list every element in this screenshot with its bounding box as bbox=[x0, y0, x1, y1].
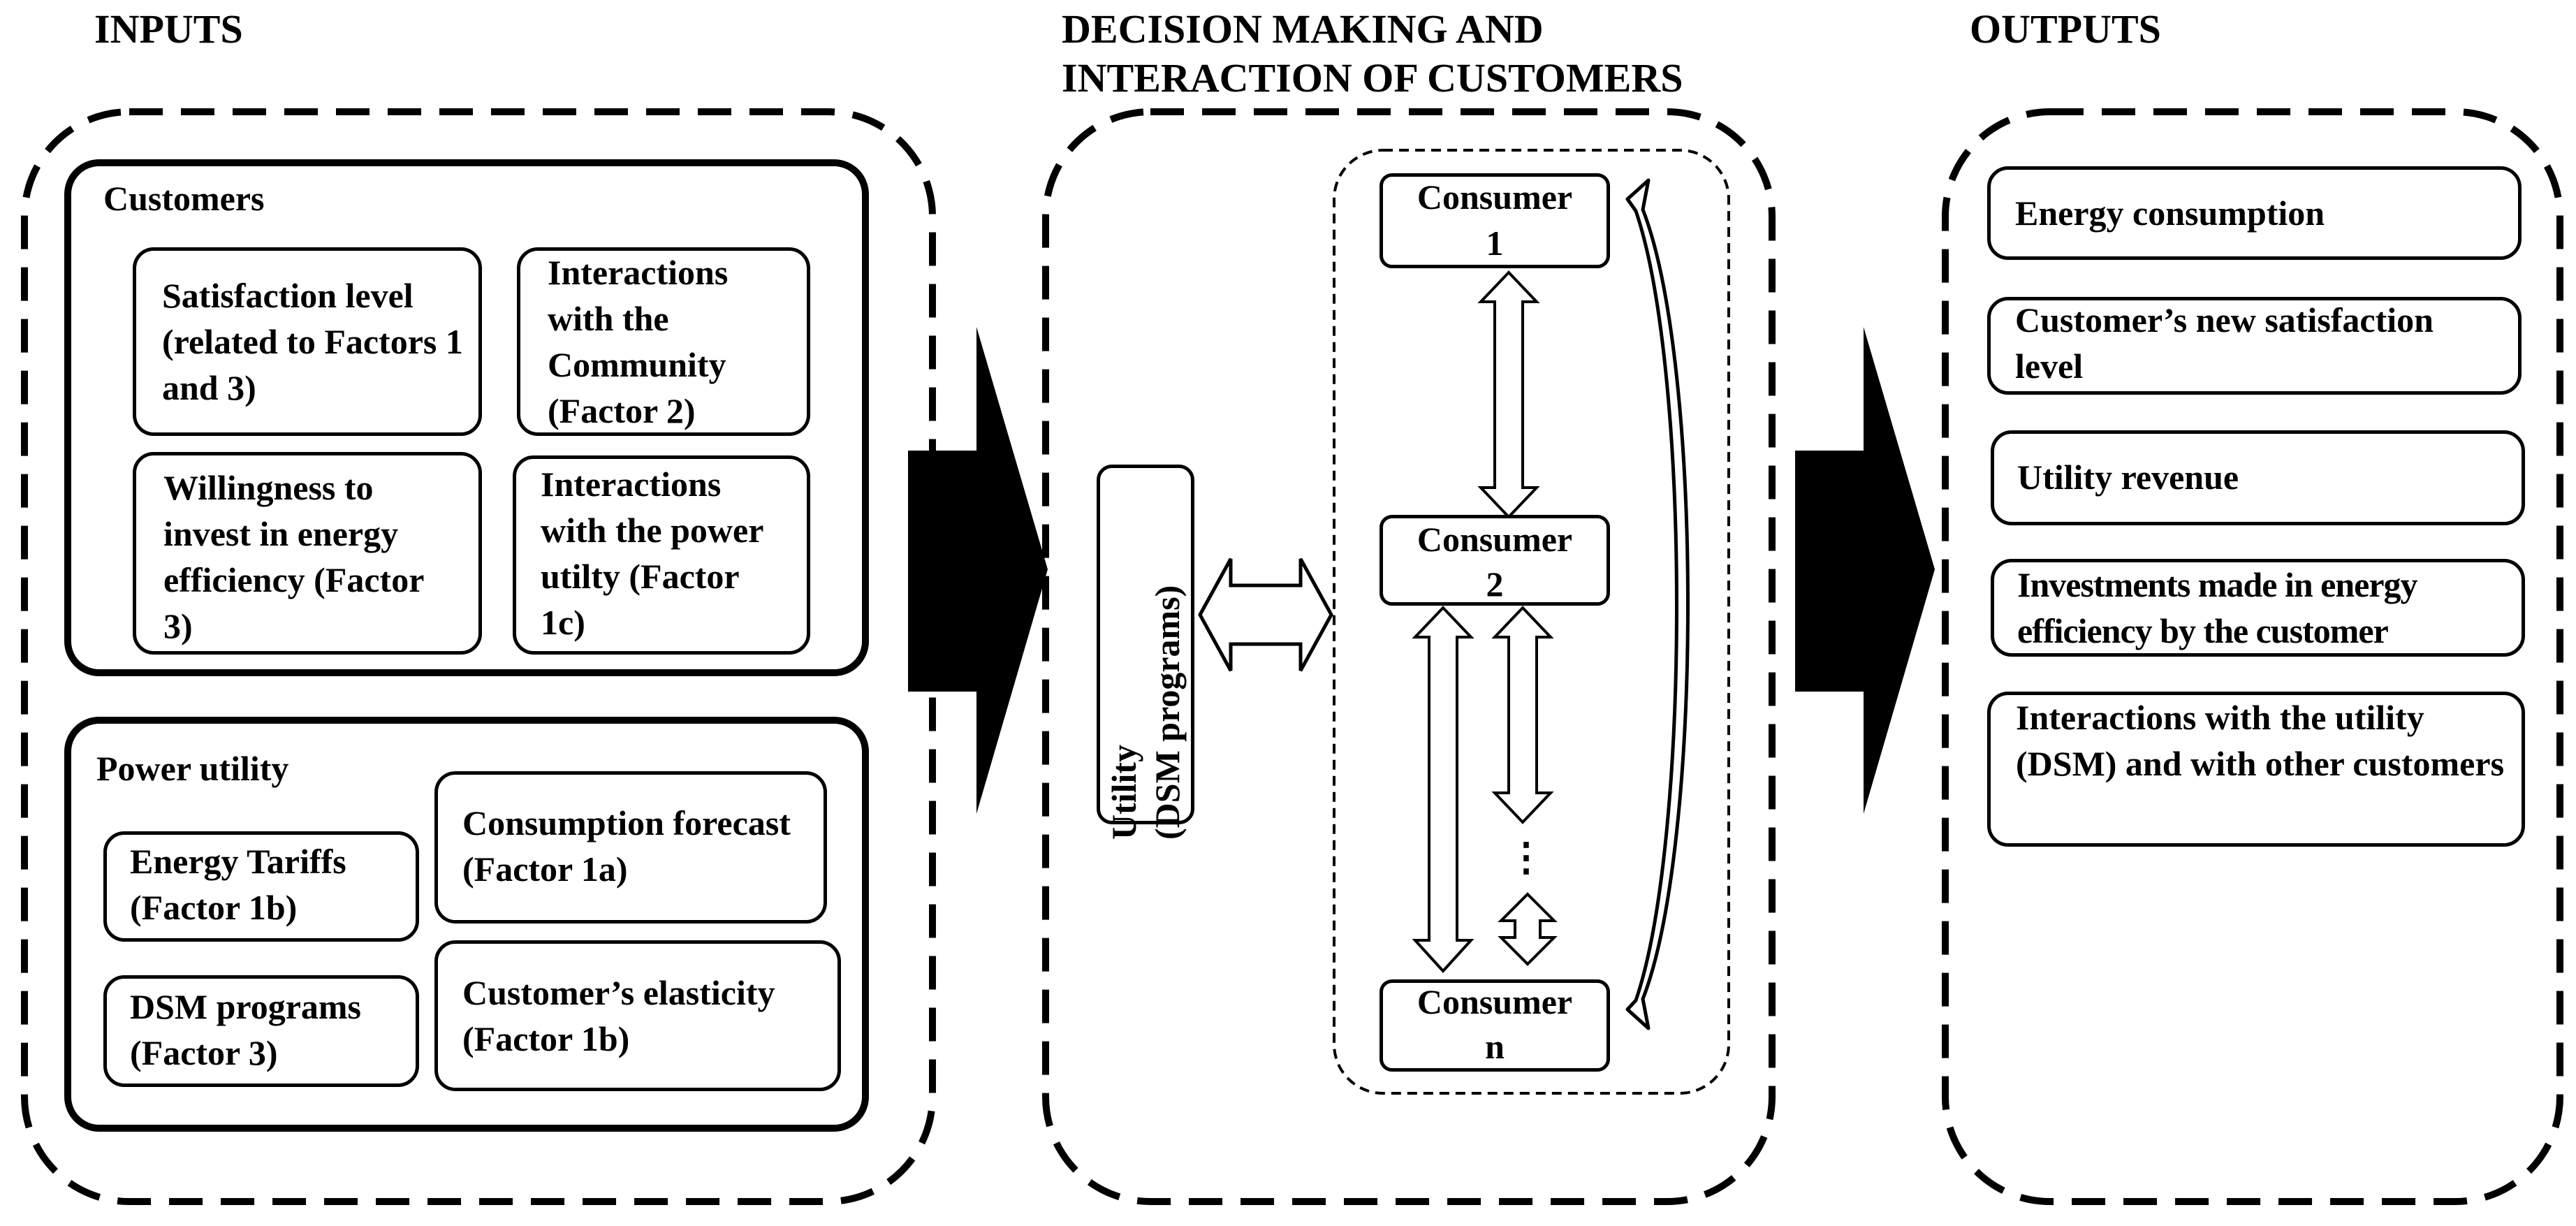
customer-elasticity-text: Customer’s elasticity (Factor 1b) bbox=[462, 973, 775, 1058]
consumer-1-box bbox=[1380, 173, 1610, 268]
satisfaction-level-box bbox=[133, 247, 482, 436]
community-interactions-text: Interactions with the Community (Factor … bbox=[548, 253, 729, 430]
consumer-n-index: n bbox=[1485, 1027, 1505, 1066]
output-interactions-text: Interactions with the utility (DSM) and … bbox=[2016, 698, 2505, 783]
output-interactions-box bbox=[1987, 692, 2525, 847]
output-energy-consumption-text: Energy consumption bbox=[2015, 194, 2325, 233]
consumer-n-box bbox=[1380, 979, 1610, 1072]
power-utility-title: Power utility bbox=[96, 749, 289, 788]
consumer2-consumern-double-arrow bbox=[1412, 606, 1474, 973]
output-energy-consumption-box bbox=[1987, 166, 2522, 260]
decision-header-line2: INTERACTION OF CUSTOMERS bbox=[1062, 55, 1683, 101]
decision-header-line1: DECISION MAKING AND bbox=[1062, 6, 1544, 52]
consumer-1-index: 1 bbox=[1486, 224, 1504, 263]
utility-label-line1: Utility bbox=[1104, 744, 1143, 840]
outputs-dashed-frame bbox=[1942, 108, 2563, 1205]
flow-arrow-inputs-to-decision bbox=[908, 327, 1048, 814]
consumer1-consumer2-double-arrow bbox=[1477, 270, 1540, 519]
consumption-forecast-box bbox=[434, 771, 827, 924]
energy-tariffs-text: Energy Tariffs (Factor 1b) bbox=[130, 842, 346, 927]
output-new-satisfaction-box bbox=[1987, 297, 2522, 395]
utility-consumers-double-arrow bbox=[1198, 557, 1333, 672]
utility-label-line2: (DSM programs) bbox=[1148, 585, 1187, 840]
consumer-n-label: Consumer bbox=[1417, 982, 1573, 1021]
consumer1-consumern-curved-arrow bbox=[1625, 178, 1690, 1030]
decision-dashed-frame bbox=[1042, 108, 1776, 1205]
satisfaction-level-text: Satisfaction level (related to Factors 1… bbox=[162, 276, 463, 407]
consumer-2-label: Consumer bbox=[1417, 520, 1573, 559]
community-interactions-box bbox=[517, 247, 810, 436]
inputs-header: INPUTS bbox=[94, 6, 243, 52]
output-utility-revenue-text: Utility revenue bbox=[2017, 458, 2239, 497]
consumer2-down-double-arrow bbox=[1491, 606, 1554, 824]
utility-interactions-box bbox=[513, 455, 810, 655]
output-investments-box bbox=[1991, 559, 2525, 657]
willingness-invest-text: Willingness to invest in energy efficien… bbox=[163, 468, 424, 645]
utility-interactions-text: Interactions with the power utilty (Fact… bbox=[541, 465, 763, 642]
consumer-2-box bbox=[1380, 515, 1610, 606]
customer-elasticity-box bbox=[434, 940, 841, 1091]
customers-title: Customers bbox=[103, 179, 265, 218]
consumers-dashed-frame bbox=[1333, 149, 1730, 1095]
utility-dsm-label: Utility (DSM programs) bbox=[1102, 490, 1189, 840]
dsm-programs-text: DSM programs (Factor 3) bbox=[130, 987, 362, 1072]
willingness-invest-box bbox=[133, 452, 482, 655]
energy-tariffs-box bbox=[103, 831, 419, 942]
small-double-arrow bbox=[1498, 892, 1558, 966]
dsm-programs-box bbox=[103, 975, 419, 1087]
output-new-satisfaction-text: Customer’s new satisfaction level bbox=[2015, 300, 2434, 386]
consumption-forecast-text: Consumption forecast (Factor 1a) bbox=[462, 803, 791, 889]
output-investments-text: Investments made in energy efficiency by… bbox=[2017, 565, 2418, 650]
ellipsis-more-consumers: ⋮ bbox=[1507, 836, 1546, 880]
consumer-2-index: 2 bbox=[1486, 564, 1504, 604]
outputs-header: OUTPUTS bbox=[1970, 6, 2161, 52]
utility-dsm-box bbox=[1097, 465, 1194, 824]
flow-arrow-decision-to-outputs bbox=[1795, 327, 1935, 814]
consumer-1-label: Consumer bbox=[1417, 177, 1573, 217]
output-utility-revenue-box bbox=[1991, 430, 2525, 525]
